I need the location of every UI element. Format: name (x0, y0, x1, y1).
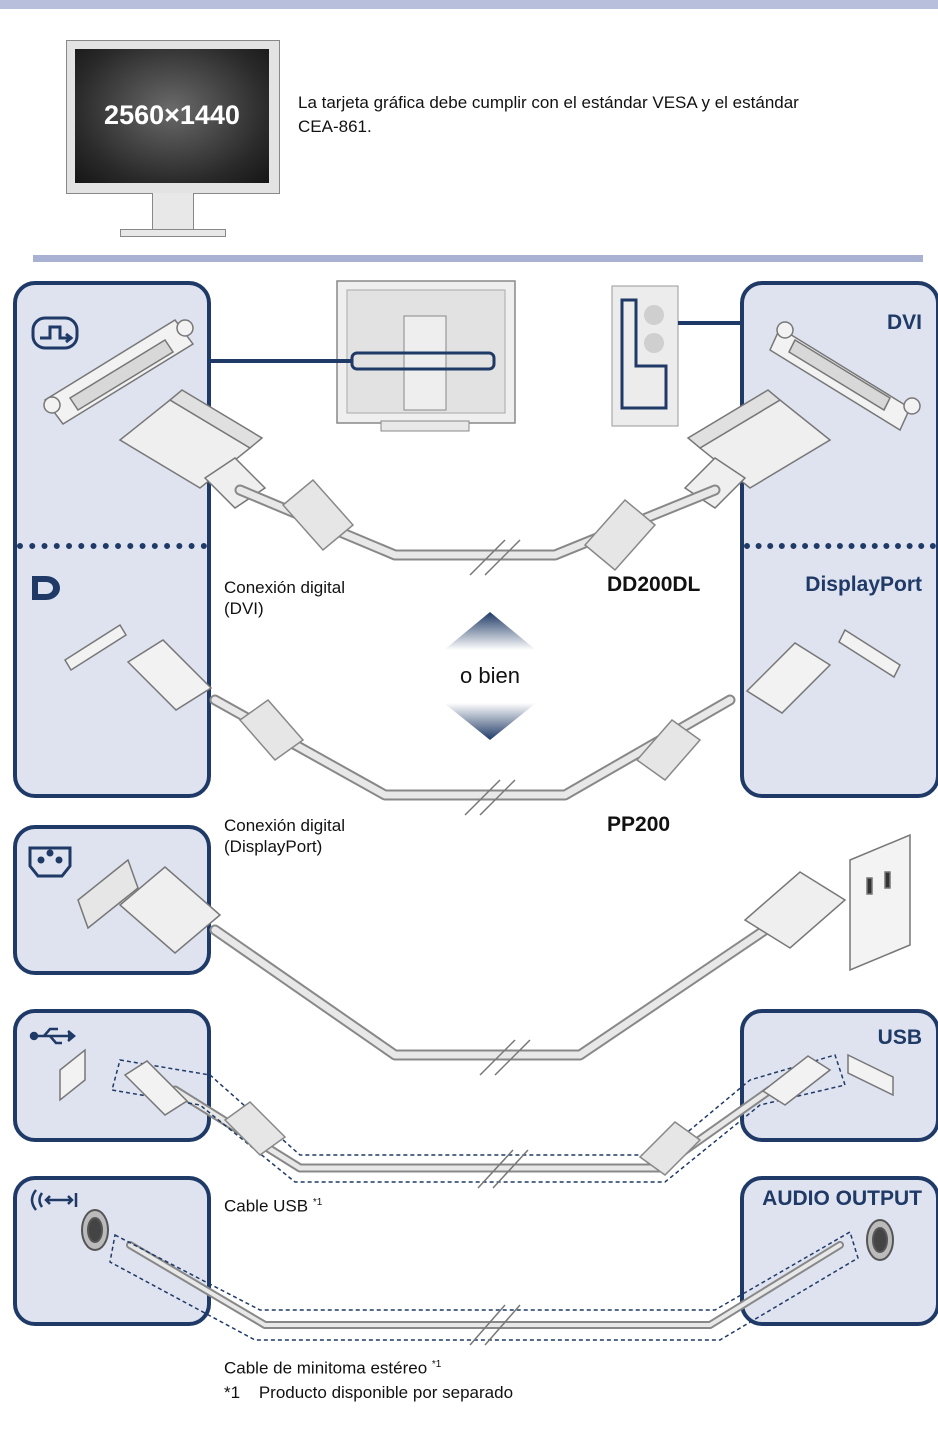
usb-cable-text: Cable USB (224, 1196, 309, 1216)
ferrite-cores (223, 478, 702, 1176)
audio-cable-note: *1 (431, 1359, 442, 1370)
audio-cable-label: Cable de minitoma estéreo *1 (224, 1354, 441, 1379)
pc-dvi-label: DVI (886, 311, 922, 334)
dp-connection-desc-line1: Conexión digital (224, 816, 345, 835)
dp-cable-plug-right (745, 642, 832, 714)
dvi-cable-model: DD200DL (607, 573, 701, 596)
pc-usb-panel (740, 1009, 938, 1142)
pc-video-separator (744, 543, 936, 549)
pc-usb-port (847, 1053, 894, 1097)
dvi-connection-desc-line2: (DVI) (224, 599, 264, 618)
graphics-note: La tarjeta gráfica debe cumplir con el e… (298, 93, 799, 136)
dvi-connection-desc-line1: Conexión digital (224, 578, 345, 597)
monitor-dp-port (63, 623, 128, 672)
footnote: *1 Producto disponible por separado (224, 1382, 513, 1403)
monitor-usb-port (59, 1048, 86, 1102)
monitor-illustration: 2560×1440 (66, 40, 280, 237)
usb-cable-plug-left (123, 1060, 189, 1116)
pc-displayport-label: DisplayPort (805, 573, 922, 596)
dvi-input-icon (31, 316, 79, 350)
monitor-screen (75, 49, 269, 183)
monitor-dvi-port (43, 319, 195, 425)
footnote-mark: *1 (224, 1383, 241, 1402)
displayport-icon (32, 576, 60, 600)
usb-cable-label: Cable USB *1 (224, 1192, 322, 1217)
audio-icon (30, 1189, 78, 1211)
pc-audio-panel (740, 1176, 938, 1326)
monitor-audio-jack (81, 1209, 109, 1251)
monitor-back-illustration (336, 280, 516, 432)
audio-cable-text: Cable de minitoma estéreo (224, 1358, 428, 1378)
footnote-text: Producto disponible por separado (258, 1383, 514, 1402)
dvi-cable-plug-right (683, 389, 832, 509)
pc-dvi-port (769, 321, 921, 432)
dp-connection-desc-line2: (DisplayPort) (224, 837, 323, 856)
monitor-power-inlet (77, 858, 139, 930)
monitor-usb-panel (13, 1009, 211, 1142)
optional-cable-outlines (109, 1054, 859, 1341)
power-cable-plug-right (743, 871, 847, 949)
monitor-video-separator (17, 543, 207, 549)
cable-break-marks (464, 539, 531, 1346)
power-cable-plug-left (118, 866, 222, 954)
pc-dp-port (838, 628, 901, 679)
pc-tower-illustration (611, 285, 679, 427)
usb-icon (29, 1027, 76, 1045)
monitor-base (120, 229, 226, 237)
or-arrow-up (444, 612, 536, 650)
or-label: o bien (460, 663, 520, 688)
section-divider (33, 255, 923, 262)
pc-usb-label: USB (877, 1026, 922, 1049)
top-bar (0, 0, 938, 9)
usb-cable-plug-right (761, 1055, 832, 1106)
pc-audio-label: AUDIO OUTPUT (762, 1187, 922, 1210)
usb-cable-note: *1 (312, 1197, 323, 1208)
dp-cable-plug-left (126, 639, 213, 711)
monitor-neck (152, 193, 194, 231)
power-inlet-icon (28, 846, 72, 878)
power-outlet (849, 833, 911, 972)
or-arrow-down (444, 703, 536, 740)
resolution-label: 2560×1440 (104, 100, 240, 130)
pc-audio-jack (866, 1219, 894, 1261)
dvi-cable-plug-left (118, 389, 267, 509)
dp-cable-model: PP200 (607, 813, 671, 836)
